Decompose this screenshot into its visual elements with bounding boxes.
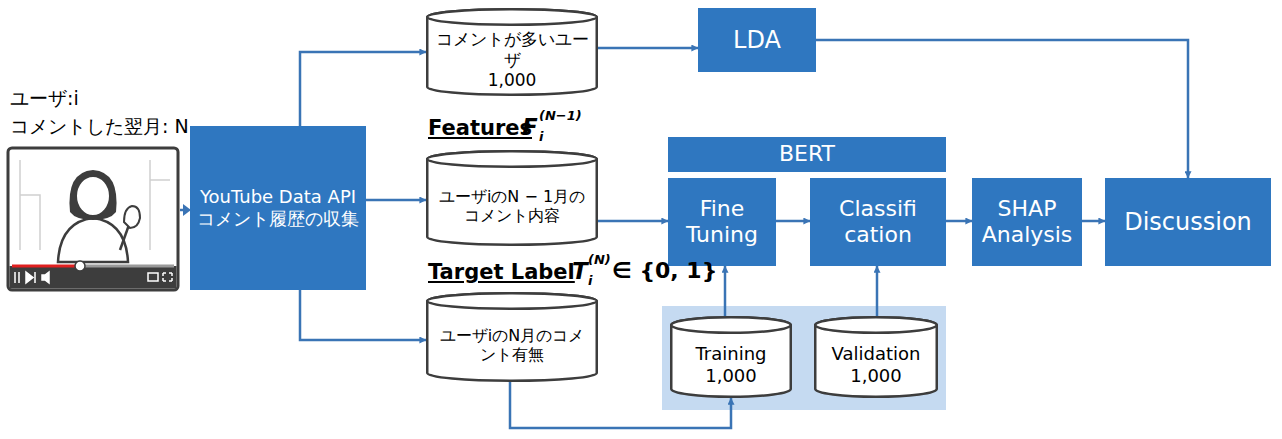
annotation-label: T (572, 258, 588, 284)
process-box: YouTube Data API コメント履歴の収集 (190, 126, 366, 290)
progress-rest (80, 265, 174, 268)
player-icon-screen (148, 273, 158, 281)
node-text: コメントが多いユーザ (432, 29, 592, 70)
cylinder-top (427, 9, 597, 25)
annotation-label: F (522, 114, 538, 140)
node-text: Discussion (1124, 208, 1252, 237)
flow-arrow (598, 47, 698, 50)
control-bar (10, 266, 177, 289)
cylinder-top (427, 293, 597, 309)
data-panel (662, 306, 946, 410)
node-text: Classifi cation (816, 196, 940, 249)
node-text: BERT (779, 141, 835, 167)
cylinder-top (427, 151, 597, 167)
annotation-label: ユーザ:i (10, 86, 79, 112)
progress-bar (12, 265, 80, 268)
annotation-label: Features (428, 116, 532, 140)
flow-arrow (366, 199, 426, 202)
process-box: Fine Tuning (668, 178, 776, 266)
person-body (58, 218, 128, 262)
cylinder-top (815, 317, 937, 333)
video-frame (8, 148, 178, 290)
node-text: 1,000 (488, 70, 537, 90)
annotation-label: Target Label (428, 260, 575, 284)
database-cylinder: Training1,000 (670, 316, 792, 398)
flow-arrow (724, 266, 727, 316)
player-icon-full (163, 273, 172, 281)
flow-arrow (1082, 220, 1105, 223)
cylinder-body (427, 293, 597, 381)
process-box: Classifi cation (810, 178, 946, 266)
node-text: LDA (733, 26, 781, 55)
cylinder-body (815, 317, 937, 396)
annotation-label: コメントした翌月: N (10, 114, 189, 140)
database-cylinder: コメントが多いユーザ1,000 (426, 8, 598, 96)
flow-arrow (300, 290, 426, 340)
process-box: SHAP Analysis (972, 178, 1082, 266)
player-icons (15, 272, 49, 283)
cylinder-body (427, 151, 597, 245)
flow-arrow (776, 220, 810, 223)
node-text: Training (695, 343, 766, 365)
annotation-label: i (588, 273, 592, 288)
video-illustration (8, 148, 178, 290)
progress-knob (75, 261, 85, 271)
group-band: BERT (668, 137, 946, 172)
annotation-label: ∈ {0, 1} (612, 258, 717, 283)
flow-arrow (598, 220, 668, 223)
database-cylinder: ユーザiのN月のコメント有無 (426, 292, 598, 382)
database-cylinder: Validation1,000 (814, 316, 938, 398)
annotation-label: (N) (588, 252, 611, 267)
process-box: Discussion (1105, 178, 1271, 266)
cylinder-top (671, 317, 791, 333)
person-hair (69, 170, 116, 220)
node-text: ユーザiのN − 1月のコメント内容 (432, 187, 592, 225)
node-text: 1,000 (705, 365, 757, 387)
node-text: SHAP Analysis (978, 196, 1076, 249)
flow-arrow (876, 266, 879, 316)
flow-arrow (300, 52, 426, 126)
annotation-label: (N−1) (539, 108, 582, 123)
node-text: Fine Tuning (674, 196, 770, 249)
flow-arrow (946, 220, 972, 223)
node-text: ユーザiのN月のコメント有無 (432, 326, 592, 364)
cylinder-body (671, 317, 791, 397)
annotation-label: i (539, 129, 543, 144)
person-hand (124, 206, 140, 228)
node-text: 1,000 (850, 365, 902, 387)
node-text: Validation (832, 343, 921, 365)
node-text: YouTube Data API コメント履歴の収集 (196, 186, 360, 229)
cylinder-body (427, 9, 597, 95)
process-box: LDA (698, 8, 816, 72)
database-cylinder: ユーザiのN − 1月のコメント内容 (426, 150, 598, 246)
person-face (76, 176, 110, 216)
